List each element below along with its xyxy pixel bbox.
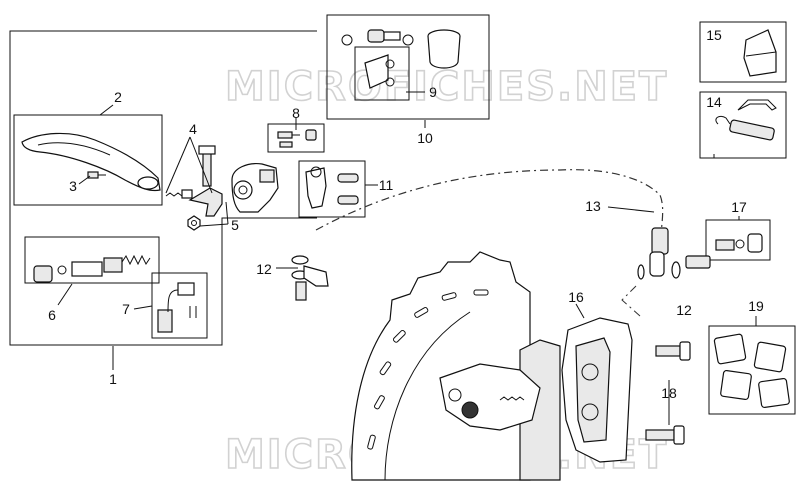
reservoir-parts xyxy=(341,29,461,89)
watermark-top: MICROFICHES.NET xyxy=(225,64,668,110)
bleeder-kit-box xyxy=(705,219,771,261)
clamp-kit-box xyxy=(298,160,366,218)
callout-19: 19 xyxy=(748,298,764,314)
brake-lever xyxy=(21,132,161,192)
caliper-bolt-lower xyxy=(645,425,685,445)
brake-hose xyxy=(315,169,669,277)
piston-kit xyxy=(33,254,151,283)
master-cylinder-assembly-box xyxy=(9,30,317,346)
callout-18: 18 xyxy=(661,385,677,401)
callout-15: 15 xyxy=(706,27,722,43)
callout-4: 4 xyxy=(189,121,197,137)
pad-pin-kit xyxy=(715,99,777,141)
pin-kit-box xyxy=(699,91,787,159)
switch-box xyxy=(151,272,208,339)
brake-caliper xyxy=(561,317,633,463)
callout-13: 13 xyxy=(585,198,601,214)
screw-set xyxy=(277,129,317,148)
banjo-bolt-left xyxy=(291,255,329,301)
leader-lines xyxy=(57,91,757,425)
callout-11: 11 xyxy=(379,177,394,193)
callout-6: 6 xyxy=(48,307,56,323)
callout-8: 8 xyxy=(292,105,300,121)
grease-packet xyxy=(743,29,777,77)
fork-leg xyxy=(439,339,561,481)
banjo-fittings-right xyxy=(621,255,711,317)
callout-14: 14 xyxy=(706,94,722,110)
callout-17: 17 xyxy=(731,199,747,215)
grease-kit-box xyxy=(699,21,787,83)
lever-spring xyxy=(165,189,193,199)
callout-9: 9 xyxy=(429,84,437,100)
callout-5: 5 xyxy=(231,217,239,233)
brake-disc xyxy=(351,251,531,481)
brake-pads xyxy=(713,333,790,409)
nut xyxy=(187,215,201,231)
callout-7: 7 xyxy=(122,301,130,317)
callout-16: 16 xyxy=(568,289,584,305)
caliper-bolt-upper xyxy=(655,341,691,361)
brake-light-switch xyxy=(157,282,197,333)
reservoir-bracket-box xyxy=(354,46,410,101)
callout-2: 2 xyxy=(114,89,122,105)
pads-box xyxy=(708,325,796,415)
piston-kit-box xyxy=(24,236,160,284)
bleeder-valve xyxy=(715,233,763,253)
callout-12-left: 12 xyxy=(256,261,272,277)
adjuster-screw xyxy=(87,171,106,179)
callout-3: 3 xyxy=(69,178,77,194)
master-cylinder-body xyxy=(231,163,279,213)
handlebar-clamp xyxy=(305,166,359,209)
lever-box xyxy=(13,114,163,206)
callout-12-right: 12 xyxy=(676,302,692,318)
pivot-pin xyxy=(198,145,216,187)
callout-10: 10 xyxy=(417,130,433,146)
callout-1: 1 xyxy=(109,371,117,387)
lever-adjuster xyxy=(188,187,223,217)
reservoir-group-box xyxy=(326,14,490,120)
